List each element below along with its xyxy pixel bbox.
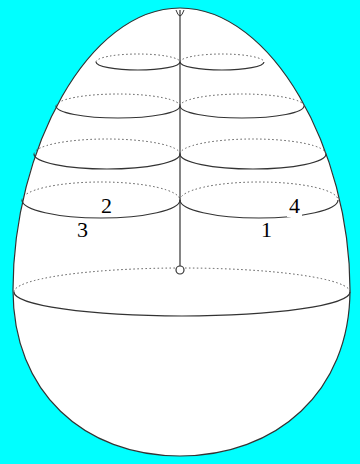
callout-number: 4: [287, 195, 302, 217]
latitude-front: [180, 200, 338, 218]
latitude-front: [34, 154, 180, 169]
latitude-front: [56, 106, 180, 118]
latitude-back: [56, 94, 180, 106]
latitude-front: [96, 62, 180, 70]
equator-front: [14, 292, 350, 316]
latitude-back: [180, 139, 326, 154]
latitude-back: [34, 139, 180, 154]
axis-line: [179, 10, 180, 266]
latitude-front: [180, 154, 326, 169]
latitude-front: [180, 106, 304, 118]
latitude-back: [180, 94, 304, 106]
latitude-back: [180, 54, 264, 62]
latitude-back: [96, 54, 180, 62]
latitude-front: [180, 62, 264, 70]
latitude-back: [180, 182, 338, 200]
axis-point: [176, 266, 184, 274]
callout-number: 1: [259, 219, 274, 241]
top-notch: [176, 10, 184, 16]
callout-number: 3: [75, 219, 90, 241]
callout-number: 2: [99, 195, 114, 217]
egg-outline: [13, 8, 350, 456]
